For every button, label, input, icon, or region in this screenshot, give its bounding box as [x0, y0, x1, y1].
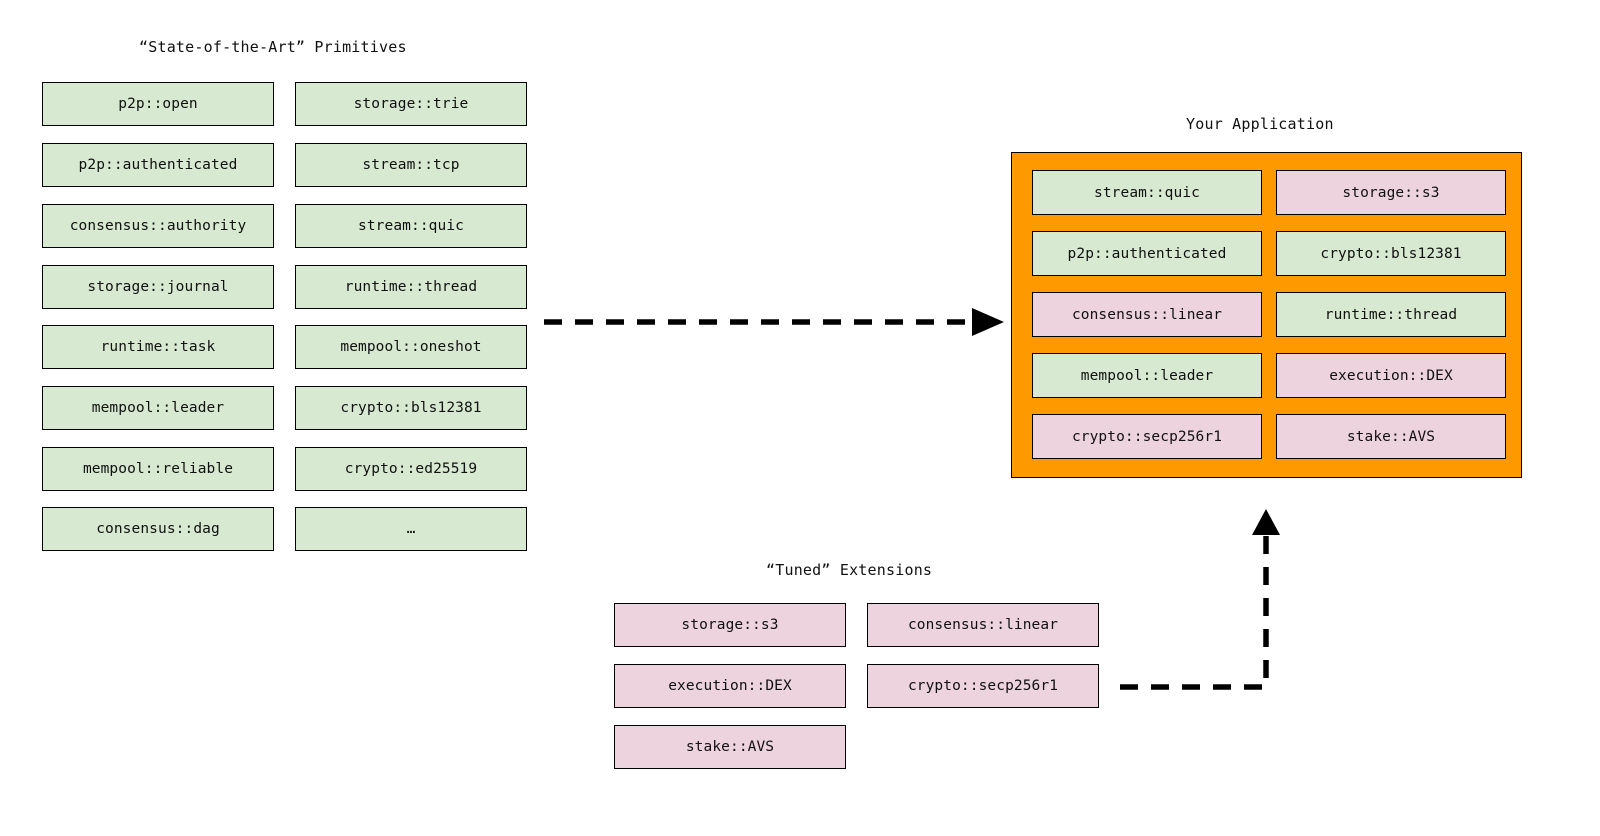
- primitive-chip: stream::tcp: [295, 143, 527, 187]
- primitive-chip-ellipsis: …: [295, 507, 527, 551]
- application-chip: crypto::bls12381: [1276, 231, 1506, 276]
- application-chip: execution::DEX: [1276, 353, 1506, 398]
- primitive-chip: crypto::ed25519: [295, 447, 527, 491]
- arrow-primitives-to-application: [544, 308, 1004, 336]
- application-chip: stream::quic: [1032, 170, 1262, 215]
- extension-chip: execution::DEX: [614, 664, 846, 708]
- application-section-title: Your Application: [1186, 115, 1334, 133]
- application-chip: p2p::authenticated: [1032, 231, 1262, 276]
- extension-chip: consensus::linear: [867, 603, 1099, 647]
- application-chip: consensus::linear: [1032, 292, 1262, 337]
- arrow-head: [1252, 509, 1280, 535]
- primitive-chip: mempool::reliable: [42, 447, 274, 491]
- primitive-chip: consensus::authority: [42, 204, 274, 248]
- extension-chip: stake::AVS: [614, 725, 846, 769]
- arrow-extensions-to-application: [1120, 509, 1280, 690]
- primitives-section-title: “State-of-the-Art” Primitives: [139, 38, 407, 56]
- primitive-chip: runtime::thread: [295, 265, 527, 309]
- application-panel: stream::quic p2p::authenticated consensu…: [1011, 152, 1522, 478]
- application-chip: mempool::leader: [1032, 353, 1262, 398]
- primitive-chip: storage::journal: [42, 265, 274, 309]
- primitive-chip: crypto::bls12381: [295, 386, 527, 430]
- primitive-chip: p2p::authenticated: [42, 143, 274, 187]
- application-chip: storage::s3: [1276, 170, 1506, 215]
- application-chip: runtime::thread: [1276, 292, 1506, 337]
- primitive-chip: consensus::dag: [42, 507, 274, 551]
- extension-chip: crypto::secp256r1: [867, 664, 1099, 708]
- primitive-chip: stream::quic: [295, 204, 527, 248]
- primitive-chip: mempool::oneshot: [295, 325, 527, 369]
- extensions-section-title: “Tuned” Extensions: [766, 561, 933, 579]
- primitive-chip: storage::trie: [295, 82, 527, 126]
- application-chip: crypto::secp256r1: [1032, 414, 1262, 459]
- arrow-shaft: [1120, 531, 1269, 690]
- application-chip: stake::AVS: [1276, 414, 1506, 459]
- extension-chip: storage::s3: [614, 603, 846, 647]
- primitive-chip: mempool::leader: [42, 386, 274, 430]
- primitive-chip: runtime::task: [42, 325, 274, 369]
- primitive-chip: p2p::open: [42, 82, 274, 126]
- arrow-head: [972, 308, 1004, 336]
